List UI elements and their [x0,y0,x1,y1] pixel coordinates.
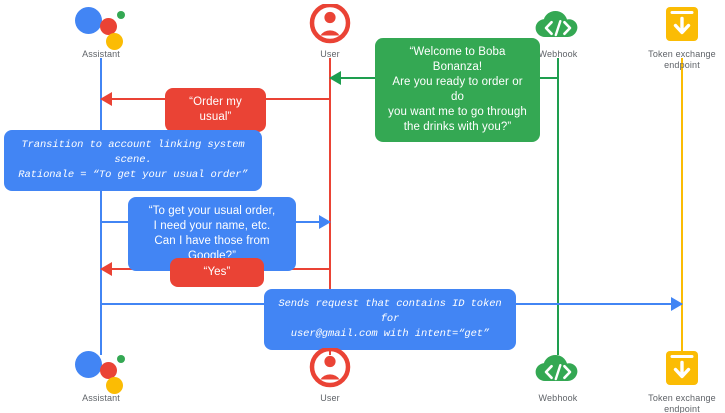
cloud-code-icon [503,348,613,390]
message-welcome: “Welcome to Boba Bonanza! Are you ready … [375,38,540,142]
actor-label-webhook-top: Webhook [538,49,578,59]
google-assistant-icon [46,4,156,50]
lifeline-user [329,58,331,355]
actor-label-webhook-bottom: Webhook [538,393,578,403]
user-avatar-icon [275,346,385,390]
actor-label-user-top: User [320,49,340,59]
lifeline-token-endpoint [681,58,683,355]
actor-label-assistant-bottom: Assistant [82,393,120,403]
actor-label-token-endpoint-bottom: Token exchange endpoint [648,393,716,413]
download-box-icon [627,348,725,390]
actor-assistant-top[interactable]: Assistant [46,4,156,60]
actor-label-user-bottom: User [320,393,340,403]
note-sends-request: Sends request that contains ID token for… [264,289,516,350]
actor-webhook-top[interactable]: Webhook [503,4,613,60]
note-transition-to-account-linking: Transition to account linking system sce… [4,130,262,191]
actor-user-bottom[interactable]: User [275,346,385,404]
download-box-icon [627,4,725,46]
google-assistant-icon [46,348,156,394]
actor-webhook-bottom[interactable]: Webhook [503,348,613,404]
lifeline-assistant [100,58,102,355]
message-yes-reply: “Yes” [170,258,264,287]
lifeline-webhook [557,58,559,355]
cloud-code-icon [503,4,613,46]
user-avatar-icon [275,2,385,46]
actor-label-assistant-top: Assistant [82,49,120,59]
actor-token-endpoint-top[interactable]: Token exchange endpoint [627,4,725,71]
actor-token-endpoint-bottom[interactable]: Token exchange endpoint [627,348,725,413]
actor-label-token-endpoint-top: Token exchange endpoint [648,49,716,70]
actor-assistant-bottom[interactable]: Assistant [46,348,156,404]
message-order-my-usual: “Order my usual” [165,88,266,132]
actor-user-top[interactable]: User [275,2,385,60]
